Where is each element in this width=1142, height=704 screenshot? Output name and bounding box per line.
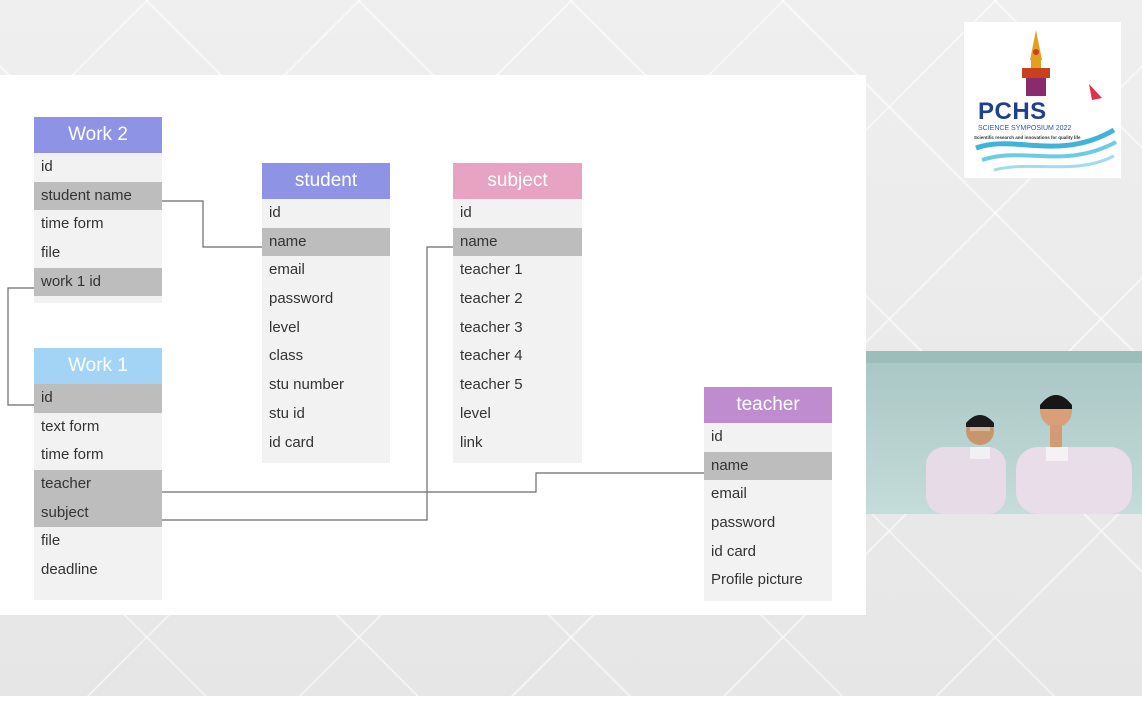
logo-subtitle: SCIENCE SYMPOSIUM 2022	[978, 125, 1072, 132]
table-row: deadline	[41, 561, 98, 579]
table-work2: Work 2 id student name time form file wo…	[34, 117, 162, 303]
table-work1-title: Work 1	[34, 348, 162, 384]
table-row: teacher 4	[460, 347, 523, 365]
table-row: teacher 2	[460, 290, 523, 308]
table-work2-title: Work 2	[34, 117, 162, 153]
line-work1-subject	[162, 246, 453, 521]
table-row: level	[460, 404, 491, 422]
line-work1-teacher	[162, 472, 704, 493]
table-row: id	[711, 428, 723, 445]
person-left	[926, 415, 1006, 514]
table-row: time form	[41, 446, 104, 464]
table-row: teacher	[34, 470, 162, 499]
er-diagram-canvas: Work 2 id student name time form file wo…	[0, 75, 866, 615]
bottom-band	[0, 696, 1142, 704]
relationship-lines	[7, 200, 704, 521]
presenter-video	[866, 351, 1142, 514]
table-work1: Work 1 id text form time form teacher su…	[34, 348, 162, 600]
table-row: subject	[34, 498, 162, 528]
table-row: work 1 id	[34, 267, 162, 297]
table-row: file	[41, 244, 61, 262]
table-row: name	[704, 451, 832, 481]
logo-tagline: Scientific research and innovations for …	[974, 135, 1081, 140]
table-row: link	[460, 433, 483, 451]
line-work2-work1-id	[7, 287, 34, 406]
table-row: email	[711, 485, 747, 503]
table-row: id	[34, 384, 162, 413]
table-row: id card	[269, 433, 315, 451]
table-row: email	[269, 261, 305, 279]
table-row: time form	[41, 215, 104, 233]
table-teacher-title: teacher	[704, 387, 832, 423]
table-row: level	[269, 318, 300, 336]
table-row: file	[41, 532, 61, 550]
presenters-image	[866, 351, 1142, 514]
person-right	[1016, 395, 1132, 514]
table-row: teacher 1	[460, 261, 523, 279]
table-row: id	[41, 158, 53, 175]
table-teacher: teacher id name email password id card P…	[704, 387, 832, 601]
table-row: name	[453, 227, 582, 257]
pchs-logo: PCHS SCIENCE SYMPOSIUM 2022 Scientific r…	[964, 22, 1121, 178]
table-row: name	[262, 227, 390, 257]
table-subject: subject id name teacher 1 teacher 2 teac…	[453, 163, 582, 463]
table-row: class	[269, 347, 304, 365]
logo-title: PCHS	[978, 98, 1047, 125]
line-work2-student-name	[162, 200, 262, 248]
table-row: id	[269, 204, 281, 221]
table-row: teacher 5	[460, 376, 523, 394]
table-student: student id name email password level cla…	[262, 163, 390, 463]
table-row: stu number	[269, 376, 345, 394]
table-row: teacher 3	[460, 318, 523, 336]
table-student-title: student	[262, 163, 390, 199]
pchs-emblem-icon	[975, 30, 1117, 172]
table-row: text form	[41, 417, 100, 435]
table-row: id card	[711, 542, 757, 560]
table-row: Profile picture	[711, 571, 803, 589]
table-row: id	[460, 204, 472, 221]
table-row: student name	[34, 181, 162, 211]
table-subject-title: subject	[453, 163, 582, 199]
table-row: stu id	[269, 404, 305, 422]
table-row: password	[711, 514, 776, 532]
table-row: password	[269, 290, 334, 308]
